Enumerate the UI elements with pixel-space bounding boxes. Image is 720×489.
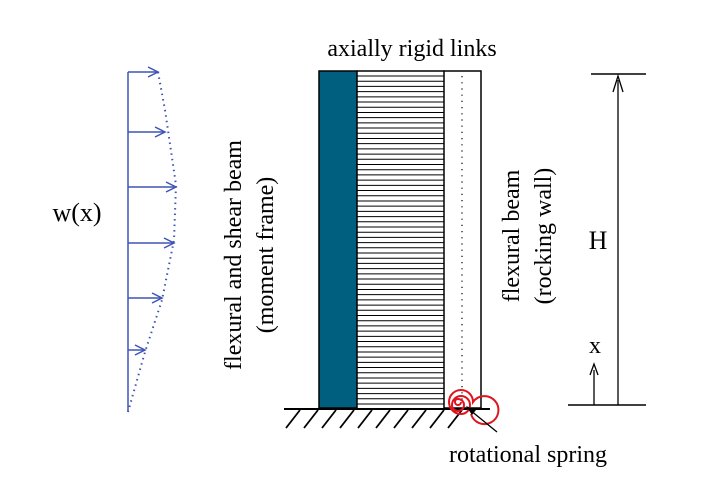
ground-hatch-line xyxy=(321,409,337,429)
height-arrowhead xyxy=(612,73,624,93)
ground-hatch-line xyxy=(375,409,391,429)
position-arrowhead xyxy=(589,362,599,376)
load-profile-curve xyxy=(127,71,178,413)
ground-hatch-line xyxy=(411,409,427,429)
height-label: H xyxy=(589,226,608,255)
load-arrowhead xyxy=(151,292,164,304)
distributed-load xyxy=(127,66,178,413)
load-arrowhead xyxy=(165,181,178,193)
rigid-links xyxy=(357,75,444,405)
left-beam-sublabel: (moment frame) xyxy=(253,177,279,334)
moment-frame-column xyxy=(318,70,358,409)
links-label: axially rigid links xyxy=(327,36,496,62)
spring-pointer-line xyxy=(469,409,498,433)
load-arrowhead xyxy=(134,344,147,356)
load-arrowhead xyxy=(163,237,176,249)
ground-hatch-line xyxy=(339,409,355,429)
right-beam-sublabel: (rocking wall) xyxy=(531,168,557,305)
spring-pointer-arrowhead xyxy=(466,406,476,415)
load-arrowhead xyxy=(147,66,160,78)
rocking-wall-column xyxy=(443,70,482,409)
load-arrowhead xyxy=(154,126,167,138)
ground-hatch-line xyxy=(393,409,409,429)
ground-hatch-line xyxy=(429,409,445,429)
ground-hatch-line xyxy=(285,409,301,429)
left-beam-label: flexural and shear beam xyxy=(221,140,247,370)
ground-hatch-line xyxy=(357,409,373,429)
ground-hatching xyxy=(285,409,463,429)
ground-hatch-line xyxy=(303,409,319,429)
rotational-spring-icon xyxy=(448,389,500,426)
position-label: x xyxy=(589,333,601,359)
spring-label: rotational spring xyxy=(449,442,607,468)
right-beam-label: flexural beam xyxy=(499,169,525,302)
load-label: w(x) xyxy=(52,198,101,227)
